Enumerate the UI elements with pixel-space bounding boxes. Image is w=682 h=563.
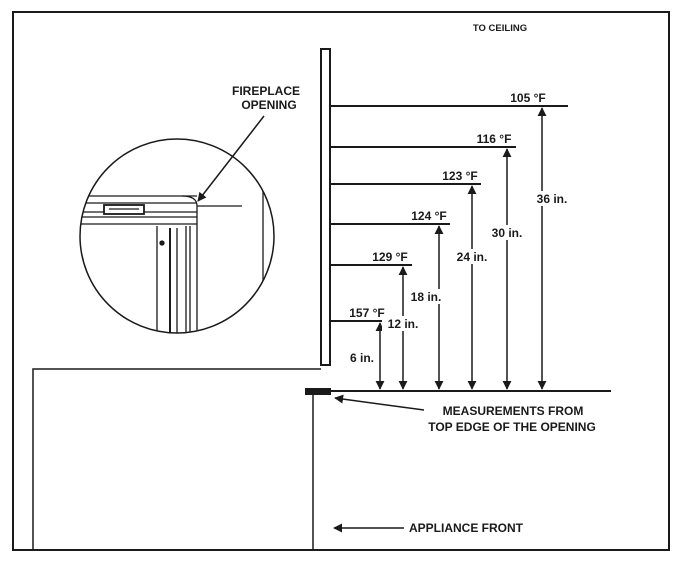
temperature-label: 123 °F bbox=[442, 169, 477, 183]
height-label: 12 in. bbox=[388, 317, 419, 331]
fireplace-detail-view bbox=[79, 138, 275, 334]
measurements-label-line2: TOP EDGE OF THE OPENING bbox=[428, 420, 596, 434]
height-label-backing bbox=[451, 249, 493, 264]
appliance-front-label: APPLIANCE FRONT bbox=[409, 521, 524, 535]
temperature-label: 105 °F bbox=[510, 91, 545, 105]
measurements-arrow bbox=[334, 394, 425, 411]
height-label-backing bbox=[346, 350, 372, 365]
height-label: 24 in. bbox=[457, 250, 488, 264]
opening-top-edge-marker bbox=[305, 388, 331, 395]
fireplace-opening-arrow bbox=[197, 115, 265, 202]
height-label: 18 in. bbox=[411, 290, 442, 304]
fireplace-opening-label-line2: OPENING bbox=[241, 98, 296, 112]
wall-board bbox=[320, 48, 331, 366]
measurements-label: MEASUREMENTS FROM bbox=[443, 404, 584, 418]
temperature-label: 124 °F bbox=[411, 209, 446, 223]
temperature-label: 116 °F bbox=[477, 132, 512, 146]
clearance-lines: 157 °F 6 in. 129 °F 12 in. 124 °F 18 in. 123 °… bbox=[330, 91, 573, 390]
height-label-backing bbox=[531, 191, 573, 206]
to-ceiling-label: TO CEILING bbox=[473, 23, 527, 34]
height-label: 30 in. bbox=[492, 226, 523, 240]
height-label: 6 in. bbox=[350, 351, 374, 365]
fireplace-opening-label: FIREPLACE bbox=[232, 84, 300, 98]
diagram-frame bbox=[12, 11, 670, 551]
temperature-label: 157 °F bbox=[349, 306, 384, 320]
height-label-backing bbox=[486, 225, 528, 240]
appliance-outline bbox=[32, 368, 321, 550]
height-label-backing bbox=[382, 316, 424, 331]
temperature-label: 129 °F bbox=[372, 250, 407, 264]
height-label: 36 in. bbox=[537, 192, 568, 206]
height-label-backing bbox=[405, 289, 447, 304]
